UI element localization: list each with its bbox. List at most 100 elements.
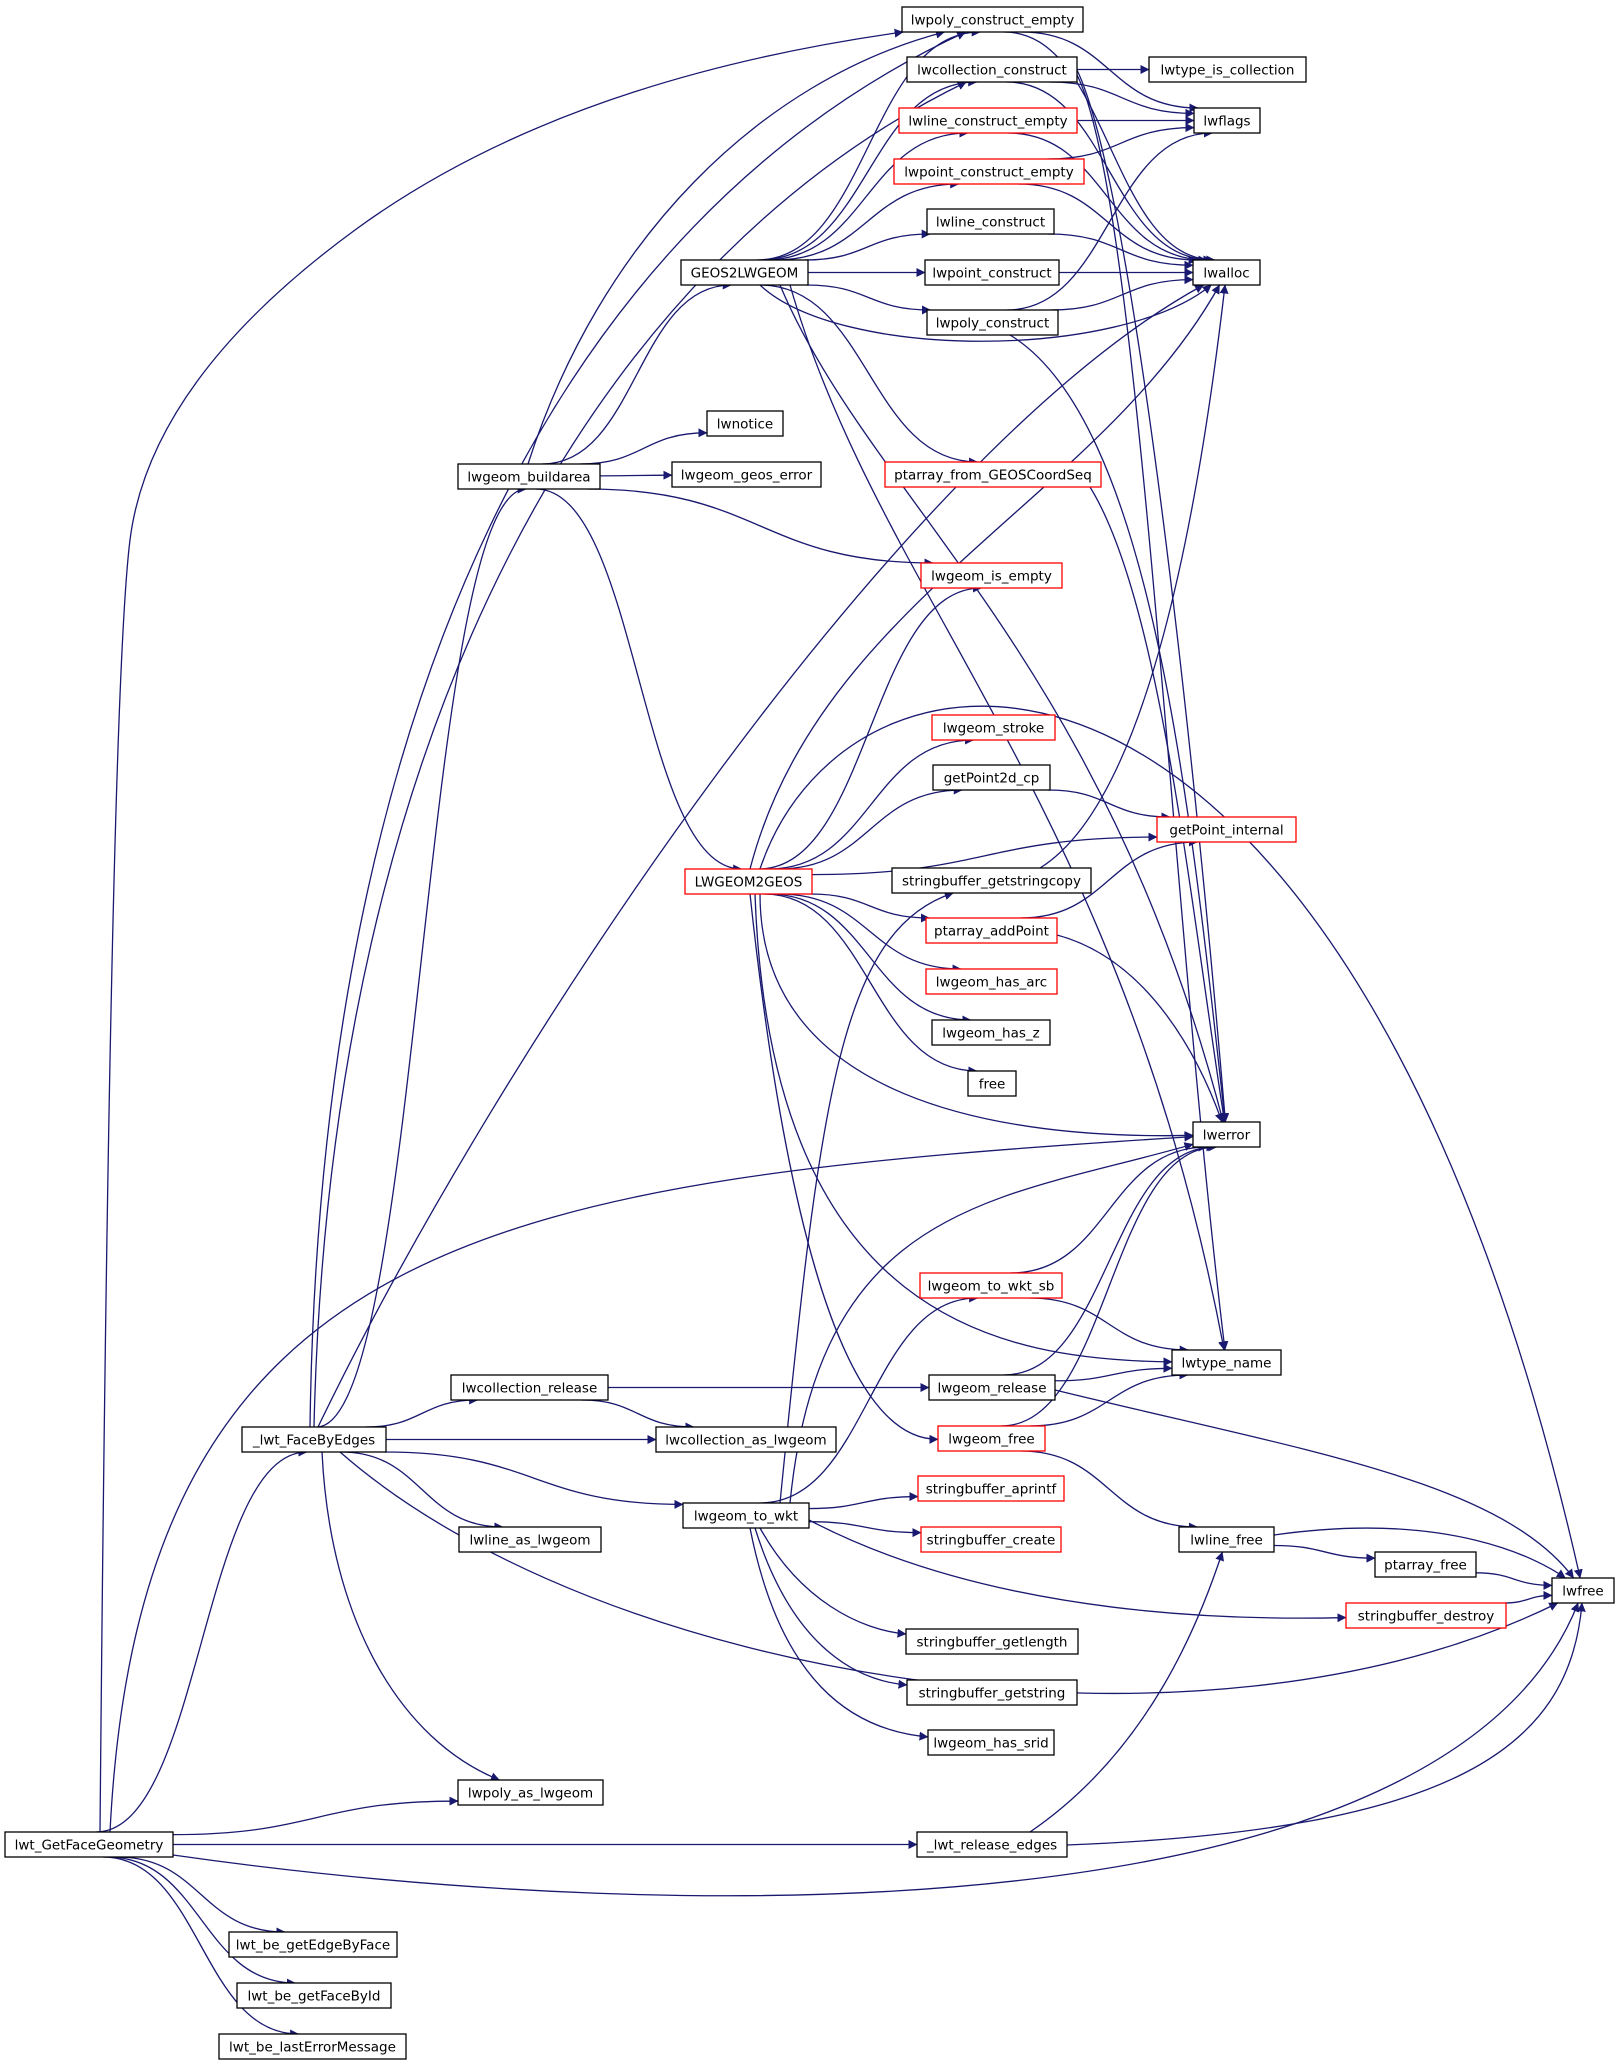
- edge-lwline-construct-to-lwalloc: [1048, 233, 1194, 270]
- node-label: LWGEOM2GEOS: [695, 875, 803, 891]
- node-box: [458, 1526, 602, 1553]
- node-lwgeom-has-arc[interactable]: lwgeom_has_arc: [925, 968, 1058, 995]
- edge-lwt-facebyedges-to-lwpoly-construct-empty: [309, 31, 966, 1428]
- node-label: lwline_free: [1190, 1533, 1263, 1549]
- node-lwcollection-release[interactable]: lwcollection_release: [450, 1374, 609, 1401]
- node-lwgeom2geos[interactable]: LWGEOM2GEOS: [684, 868, 813, 895]
- edge-lwgeom2geos-to-free: [763, 893, 978, 1076]
- node-geos2lwgeom[interactable]: GEOS2LWGEOM: [680, 259, 809, 286]
- node-stringbuffer-aprintf[interactable]: stringbuffer_aprintf: [917, 1475, 1065, 1502]
- node-lwpoly-construct[interactable]: lwpoly_construct: [926, 309, 1059, 336]
- node-lwgeom-to-wkt[interactable]: lwgeom_to_wkt: [682, 1502, 810, 1529]
- node-box: [916, 1831, 1068, 1858]
- node-lwgeom-stroke[interactable]: lwgeom_stroke: [931, 714, 1056, 741]
- node-lwt-be-getedgebyface[interactable]: lwt_be_getEdgeByFace: [228, 1931, 398, 1958]
- edge-lwt-getfacegeometry-to-lwpoly-construct-empty: [99, 28, 904, 1833]
- node-lwtype-is-collection[interactable]: lwtype_is_collection: [1148, 56, 1307, 83]
- node-stringbuffer-getstringcopy[interactable]: stringbuffer_getstringcopy: [891, 867, 1092, 894]
- node-lwt-getfacegeometry[interactable]: lwt_GetFaceGeometry: [4, 1831, 174, 1858]
- node-free[interactable]: free: [967, 1070, 1017, 1097]
- node-lwt-be-getfacebyid[interactable]: lwt_be_getFaceById: [236, 1982, 392, 2009]
- edge-lwt-facebyedges-to-lwgeom-buildarea: [316, 484, 527, 1428]
- node-stringbuffer-getlength[interactable]: stringbuffer_getlength: [905, 1628, 1079, 1655]
- node-lwline-as-lwgeom[interactable]: lwline_as_lwgeom: [458, 1526, 602, 1553]
- edge-lwgeom-buildarea-to-geos2lwgeom: [542, 280, 732, 465]
- node-box: [457, 1779, 604, 1806]
- edge-lwt-getfacegeometry-to-lwfree: [172, 1602, 1580, 1897]
- node-lwline-construct-empty[interactable]: lwline_construct_empty: [898, 107, 1078, 134]
- node-lwline-free[interactable]: lwline_free: [1178, 1526, 1275, 1553]
- node-lwcollection-construct[interactable]: lwcollection_construct: [906, 56, 1078, 83]
- node-lwt-be-lasterrormessage[interactable]: lwt_be_lastErrorMessage: [218, 2033, 407, 2060]
- edge-lwt-getfacegeometry-to-lwt-facebyedges: [95, 1447, 308, 1833]
- edge-lwgeom-release-to-lwerror: [1003, 1142, 1216, 1376]
- node-lwerror[interactable]: lwerror: [1192, 1121, 1261, 1148]
- edge-lwline-free-to-lwfree: [1273, 1527, 1566, 1579]
- edge-lwgeom2geos-to-lwgeom-has-z: [768, 893, 972, 1025]
- node-lwline-construct[interactable]: lwline_construct: [926, 208, 1055, 235]
- node-lwgeom-has-z[interactable]: lwgeom_has_z: [931, 1019, 1051, 1046]
- node-lwflags[interactable]: lwflags: [1193, 107, 1261, 134]
- node-lwnotice[interactable]: lwnotice: [706, 410, 784, 437]
- node-lwt-facebyedges[interactable]: _lwt_FaceByEdges: [241, 1426, 387, 1453]
- edge-lwt-getfacegeometry-to-lwt-be-getedgebyface: [116, 1856, 286, 1937]
- node-ptarray-from-geoscoordseq[interactable]: ptarray_from_GEOSCoordSeq: [884, 461, 1102, 488]
- node-lwpoly-as-lwgeom[interactable]: lwpoly_as_lwgeom: [457, 1779, 604, 1806]
- edge-geos2lwgeom-to-lwline-construct: [804, 229, 931, 261]
- node-box: [920, 1526, 1062, 1553]
- node-stringbuffer-getstring[interactable]: stringbuffer_getstring: [906, 1679, 1078, 1706]
- node-box: [1374, 1551, 1477, 1578]
- node-label: lwgeom_free: [948, 1432, 1034, 1448]
- node-box: [884, 461, 1102, 488]
- node-label: lwflags: [1203, 114, 1250, 130]
- edge-lwgeom-buildarea-to-lwgeom2geos: [535, 488, 743, 874]
- node-lwfree[interactable]: lwfree: [1551, 1577, 1615, 1604]
- node-box: [1192, 259, 1261, 286]
- edge-geos2lwgeom-to-lwpoly-construct: [806, 284, 931, 315]
- node-box: [924, 259, 1060, 286]
- node-lwtype-name[interactable]: lwtype_name: [1171, 1349, 1282, 1376]
- node-stringbuffer-create[interactable]: stringbuffer_create: [920, 1526, 1062, 1553]
- edge-lwpoly-construct-to-lwerror: [1009, 334, 1229, 1123]
- node-label: lwalloc: [1203, 266, 1249, 282]
- node-box: [1156, 816, 1297, 843]
- edge-lwpoly-construct-empty-to-lwalloc: [1004, 31, 1216, 265]
- node-label: lwline_construct_empty: [908, 114, 1067, 130]
- node-lwgeom-is-empty[interactable]: lwgeom_is_empty: [920, 562, 1063, 589]
- node-lwpoint-construct-empty[interactable]: lwpoint_construct_empty: [893, 158, 1085, 185]
- node-label: stringbuffer_getstring: [919, 1686, 1066, 1702]
- node-box: [928, 1374, 1056, 1401]
- node-label: lwnotice: [717, 417, 773, 433]
- node-lwgeom-to-wkt-sb[interactable]: lwgeom_to_wkt_sb: [919, 1272, 1063, 1299]
- node-lwgeom-buildarea[interactable]: lwgeom_buildarea: [457, 463, 601, 490]
- node-label: lwt_be_getEdgeByFace: [236, 1938, 390, 1954]
- node-lwt-release-edges[interactable]: _lwt_release_edges: [916, 1831, 1068, 1858]
- node-label: lwpoint_construct_empty: [904, 165, 1073, 181]
- node-ptarray-free[interactable]: ptarray_free: [1374, 1551, 1477, 1578]
- node-getpoint-internal[interactable]: getPoint_internal: [1156, 816, 1297, 843]
- node-label: lwgeom_to_wkt: [694, 1509, 798, 1525]
- node-lwgeom-free[interactable]: lwgeom_free: [937, 1425, 1046, 1452]
- node-stringbuffer-destroy[interactable]: stringbuffer_destroy: [1345, 1602, 1507, 1629]
- node-box: [236, 1982, 392, 2009]
- node-lwgeom-release[interactable]: lwgeom_release: [928, 1374, 1056, 1401]
- node-box: [926, 208, 1055, 235]
- node-getpoint2d-cp[interactable]: getPoint2d_cp: [932, 764, 1051, 791]
- node-lwgeom-has-srid[interactable]: lwgeom_has_srid: [927, 1729, 1055, 1756]
- edge-ptarray-addpoint-to-getpoint-internal: [1020, 837, 1198, 919]
- node-lwpoint-construct[interactable]: lwpoint_construct: [924, 259, 1060, 286]
- node-box: [671, 461, 822, 488]
- node-lwgeom-geos-error[interactable]: lwgeom_geos_error: [671, 461, 822, 488]
- edge-lwt-getfacegeometry-to-lwpoly-as-lwgeom: [172, 1796, 459, 1836]
- edge-geos2lwgeom-to-lwline-construct-empty: [764, 128, 969, 261]
- node-lwcollection-as-lwgeom[interactable]: lwcollection_as_lwgeom: [655, 1426, 837, 1453]
- node-label: lwerror: [1203, 1128, 1251, 1144]
- node-lwalloc[interactable]: lwalloc: [1192, 259, 1261, 286]
- node-box: [931, 1019, 1051, 1046]
- node-label: lwgeom_has_z: [942, 1026, 1040, 1042]
- node-lwpoly-construct-empty[interactable]: lwpoly_construct_empty: [901, 6, 1084, 33]
- node-label: lwgeom_buildarea: [467, 470, 590, 486]
- node-label: lwtype_is_collection: [1160, 63, 1294, 79]
- node-ptarray-addpoint[interactable]: ptarray_addPoint: [925, 917, 1058, 944]
- edge-lwgeom-to-wkt-to-stringbuffer-create: [808, 1521, 922, 1538]
